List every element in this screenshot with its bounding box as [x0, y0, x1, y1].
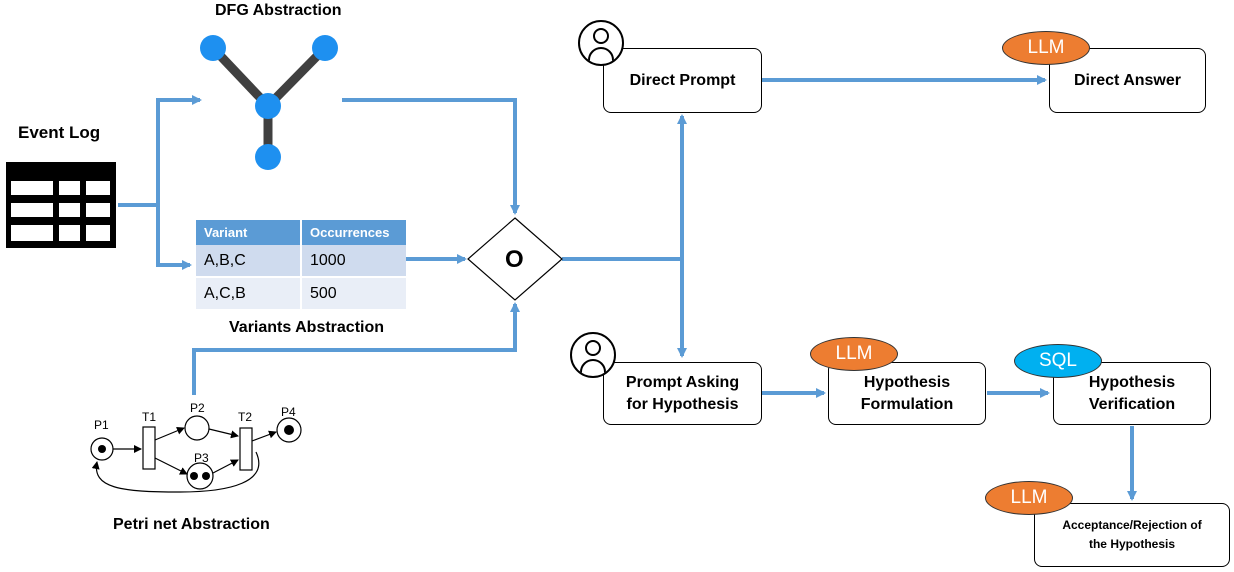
direct-prompt-label: Direct Prompt	[629, 71, 736, 89]
occurrences-cell: 1000	[302, 245, 406, 278]
direct-answer-box: Direct Answer	[1049, 48, 1206, 113]
formulation-line1: Hypothesis	[863, 373, 951, 391]
user-icon	[578, 20, 624, 66]
petri-label-p3: P3	[194, 451, 209, 465]
acceptance-line2: the Hypothesis	[1088, 537, 1175, 551]
petri-title: Petri net Abstraction	[113, 516, 270, 533]
petri-label-t1: T1	[142, 410, 157, 424]
verification-line2: Verification	[1088, 395, 1176, 413]
prompt-hypothesis-line2: for Hypothesis	[626, 395, 739, 413]
occurrences-cell: 500	[302, 278, 406, 309]
user-icon	[570, 332, 616, 378]
acceptance-line1: Acceptance/Rejection of	[1062, 518, 1202, 532]
petri-label-p4: P4	[281, 405, 296, 419]
prompt-hypothesis-line1: Prompt Asking	[625, 373, 740, 391]
direct-prompt-box: Direct Prompt	[603, 48, 762, 113]
column-header-variant: Variant	[196, 220, 302, 245]
column-header-occurrences: Occurrences	[302, 220, 406, 245]
or-gate	[467, 217, 563, 301]
event-log-title: Event Log	[18, 123, 101, 142]
direct-answer-label: Direct Answer	[1074, 71, 1181, 89]
formulation-line2: Formulation	[860, 395, 954, 413]
gate-symbol: O	[505, 246, 524, 273]
llm-badge: LLM	[810, 337, 898, 371]
acceptance-rejection-box: Acceptance/Rejection of the Hypothesis	[1034, 503, 1230, 567]
dfg-graph-icon	[200, 35, 338, 170]
variant-cell: A,C,B	[196, 278, 302, 309]
variant-cell: A,B,C	[196, 245, 302, 278]
table-row: A,C,B 500	[196, 278, 406, 309]
table-row: A,B,C 1000	[196, 245, 406, 278]
petri-net-icon	[90, 415, 302, 493]
petri-label-p1: P1	[94, 418, 109, 432]
variants-table: Variant Occurrences A,B,C 1000 A,C,B 500	[196, 220, 406, 309]
verification-line1: Hypothesis	[1088, 373, 1176, 391]
dfg-title: DFG Abstraction	[215, 2, 342, 19]
llm-badge: LLM	[985, 481, 1073, 515]
llm-badge: LLM	[1002, 31, 1090, 65]
petri-label-p2: P2	[190, 401, 205, 415]
hypothesis-formulation-box: Hypothesis Formulation	[828, 362, 986, 425]
petri-label-t2: T2	[238, 410, 253, 424]
variants-title: Variants Abstraction	[229, 319, 385, 336]
hypothesis-verification-box: Hypothesis Verification	[1053, 362, 1211, 425]
connectors	[118, 75, 1137, 501]
prompt-hypothesis-box: Prompt Asking for Hypothesis	[603, 362, 762, 425]
event-log-table-icon	[6, 162, 116, 248]
sql-badge: SQL	[1014, 344, 1102, 378]
